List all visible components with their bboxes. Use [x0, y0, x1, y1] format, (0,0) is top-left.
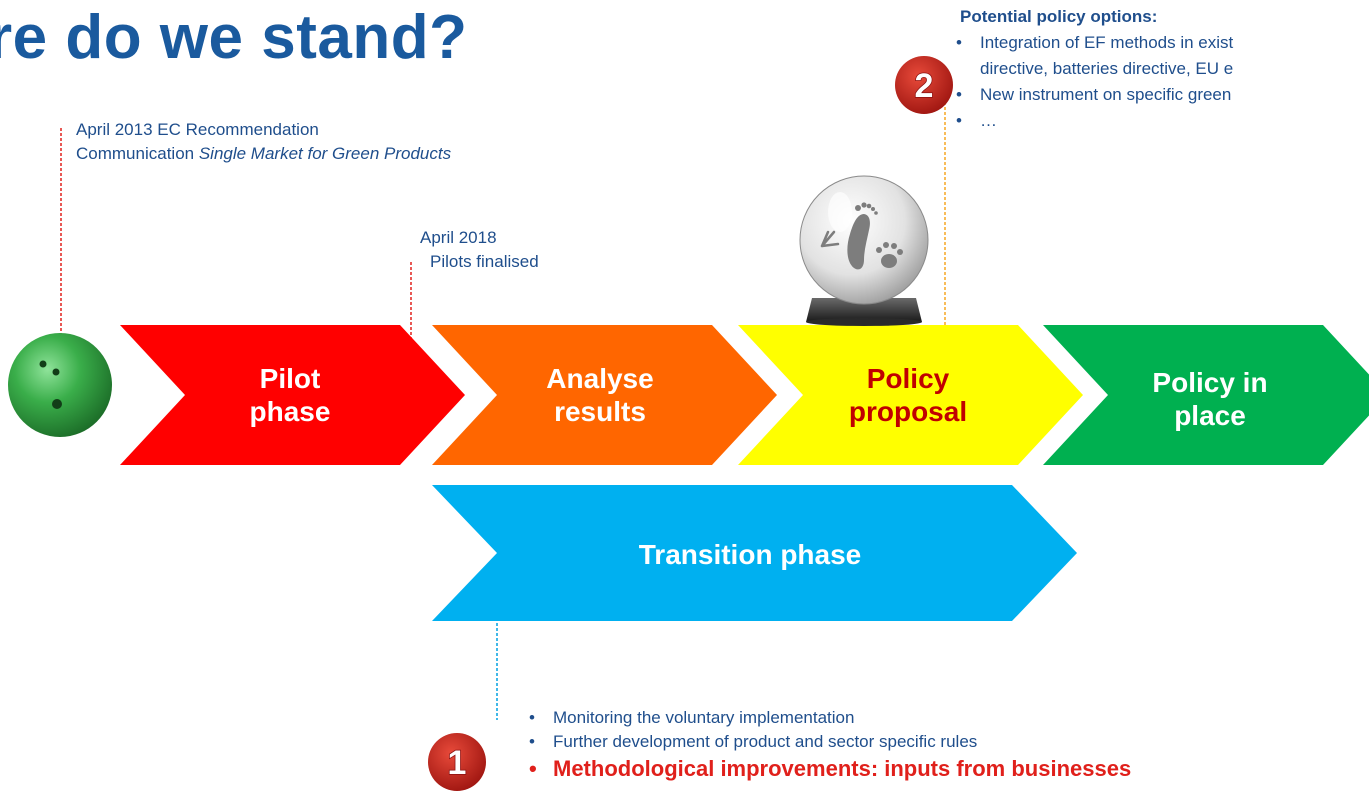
badge-2-icon: 2 — [895, 56, 953, 114]
list-item: Further development of product and secto… — [527, 730, 1131, 754]
milestone-2013-line2-prefix: Communication — [76, 144, 199, 163]
bowling-ball-icon — [8, 333, 112, 437]
milestone-2013-line2-italic: Single Market for Green Products — [198, 144, 452, 163]
badge-1-icon: 1 — [428, 733, 486, 791]
list-item: Integration of EF methods in exist — [954, 30, 1233, 56]
phase-label-line1: Analyse — [546, 363, 654, 394]
phase-label-line2: results — [554, 396, 646, 427]
phase-label-analyse: Analyse results — [500, 362, 700, 428]
milestone-2018-note: April 2018 Pilots finalised — [420, 226, 539, 274]
footprint-icon — [820, 202, 903, 270]
list-item: … — [954, 108, 1233, 134]
transition-arrow — [432, 485, 1077, 621]
policy-options-list: Integration of EF methods in exist direc… — [954, 30, 1233, 134]
transition-label: Transition phase — [638, 539, 862, 570]
milestone-2013-note: April 2013 EC Recommendation Communicati… — [76, 118, 451, 166]
highlight-item: Methodological improvements: inputs from… — [527, 754, 1131, 784]
transition-actions-list: Monitoring the voluntary implementation … — [527, 706, 1131, 784]
milestone-2018-line1: April 2018 — [420, 228, 497, 247]
phase-label-line2: proposal — [848, 396, 968, 427]
badge-1-number: 1 — [448, 744, 467, 782]
policy-options-heading: Potential policy options: — [960, 7, 1158, 26]
phase-label-line2: place — [1174, 400, 1246, 431]
phase-arrow-analyse — [432, 325, 777, 465]
milestone-2018-line2: Pilots finalised — [430, 252, 539, 271]
phase-label-pilot: Pilot phase — [190, 362, 390, 428]
transition-actions: Monitoring the voluntary implementation … — [527, 706, 1131, 784]
phase-label-proposal: Policy proposal — [808, 362, 1008, 428]
phase-arrow-proposal — [738, 325, 1083, 465]
phase-label-line1: Policy — [866, 363, 950, 394]
page-title: re do we stand? — [0, 3, 468, 72]
list-item: New instrument on specific green — [954, 82, 1233, 108]
list-item: Monitoring the voluntary implementation — [527, 706, 1131, 730]
phase-label-line2: phase — [249, 396, 331, 427]
policy-options: Potential policy options: Integration of… — [956, 4, 1233, 134]
phase-label-line1: Policy in — [1152, 367, 1268, 398]
badge-2-number: 2 — [915, 67, 934, 105]
phase-arrow-pilot — [120, 325, 465, 465]
list-item-continuation: directive, batteries directive, EU e — [980, 59, 1234, 78]
phase-label-line1: Pilot — [259, 363, 321, 394]
milestone-2013-line2: Communication Single Market for Green Pr… — [76, 142, 451, 166]
crystal-ball-icon — [799, 175, 929, 326]
phase-arrow-in-place — [1043, 325, 1369, 465]
phase-label-in-place: Policy in place — [1110, 366, 1310, 432]
milestone-2013-line1: April 2013 EC Recommendation — [76, 120, 319, 139]
